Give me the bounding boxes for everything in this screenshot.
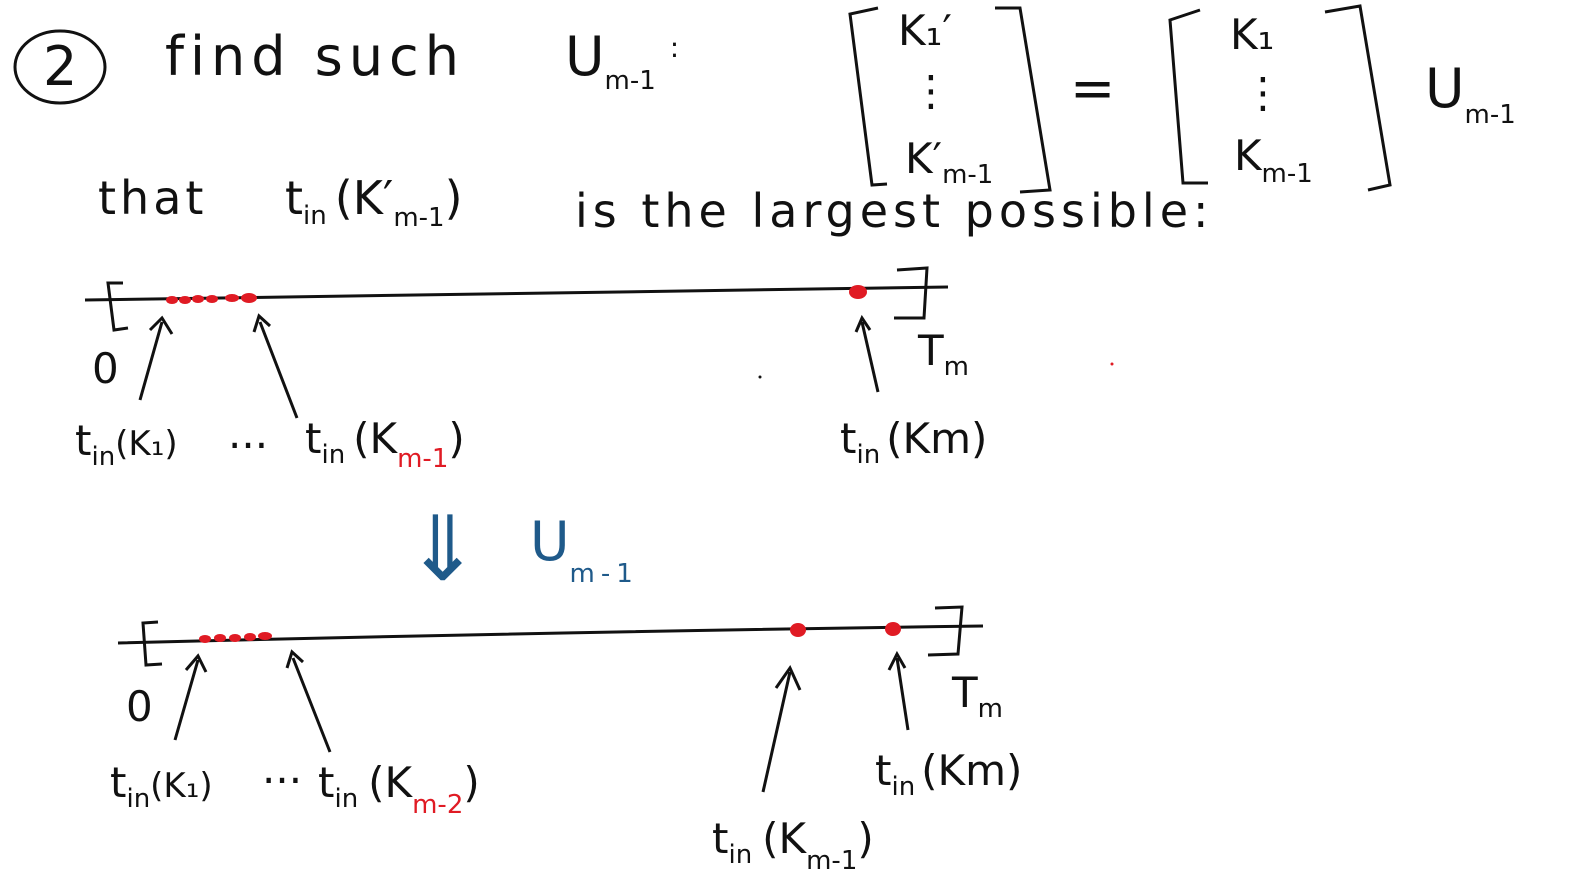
- bottom-label-k1: tin(K₁): [110, 758, 213, 814]
- condition-that: that: [98, 171, 208, 225]
- top-arrow-k1: [138, 315, 174, 401]
- bottom-axis-zero: 0: [126, 682, 153, 731]
- condition-expression: tin(K′m-1): [285, 171, 463, 233]
- k1-prime-entry: K₁′: [898, 6, 952, 55]
- bottom-axis-km-point: [885, 622, 901, 636]
- left-vdots: ⋮: [910, 66, 952, 115]
- left-matrix-bracket-close: [995, 6, 1052, 194]
- left-matrix-bracket-open: [848, 6, 888, 187]
- bottom-axis-close-bracket: [927, 605, 964, 657]
- top-label-k1: tin(K₁): [75, 416, 178, 472]
- top-arrow-km: [854, 314, 880, 393]
- top-axis-end: Tm: [918, 326, 969, 382]
- bottom-axis-line: [117, 624, 984, 645]
- km1-entry: Km-1: [1234, 131, 1313, 189]
- equals-sign: =: [1070, 57, 1116, 120]
- right-matrix-bracket-open: [1168, 8, 1208, 185]
- right-vdots: ⋮: [1242, 68, 1284, 117]
- condition-rest: is the largest possible:: [575, 184, 1214, 238]
- bottom-arrow-km1: [761, 664, 802, 793]
- top-axis-close-bracket: [894, 266, 929, 320]
- bottom-axis-cluster-dots: [199, 632, 272, 643]
- bottom-label-km1: tin(Km-1): [712, 814, 874, 876]
- u-symbol: U: [565, 25, 605, 88]
- step-number-circle: [13, 29, 107, 105]
- bottom-label-km2: tin(Km-2): [318, 758, 480, 820]
- top-label-km: tin(Km): [840, 414, 988, 470]
- bottom-axis-end: Tm: [952, 668, 1003, 724]
- bottom-axis-km1-point: [790, 623, 806, 637]
- km1-prime-entry: K′m-1: [905, 134, 994, 190]
- top-axis-open-bracket: [106, 281, 129, 332]
- bottom-axis-open-bracket: [141, 620, 163, 667]
- find-such-text: find such: [165, 25, 465, 88]
- bottom-label-km: tin(Km): [875, 746, 1023, 802]
- u-right-symbol: Um-1: [1425, 57, 1516, 130]
- u-m-1-symbol: Um-1:: [565, 30, 680, 96]
- stray-dot-red: [1110, 362, 1114, 366]
- stray-dot: [758, 375, 762, 379]
- bottom-arrow-km: [887, 650, 910, 731]
- top-label-dots: ···: [228, 421, 269, 470]
- right-matrix-bracket-close: [1324, 4, 1392, 192]
- header-colon: :: [669, 31, 680, 64]
- top-arrow-km1: [252, 313, 299, 419]
- top-label-km1: tin(Km-1): [305, 414, 465, 474]
- bottom-label-dots: ···: [262, 756, 303, 805]
- bottom-arrow-k1: [173, 653, 208, 741]
- k1-entry: K₁: [1230, 10, 1275, 59]
- transform-u: Um-1: [530, 510, 639, 589]
- step-number: 2: [43, 35, 78, 98]
- top-axis-km-point: [849, 285, 867, 299]
- top-axis-zero: 0: [92, 344, 119, 393]
- top-axis-line: [84, 285, 949, 302]
- down-arrow: ⇓: [405, 497, 481, 602]
- top-axis-cluster-dots: [166, 293, 257, 304]
- bottom-arrow-km2: [285, 649, 332, 753]
- u-subscript: m-1: [604, 66, 656, 96]
